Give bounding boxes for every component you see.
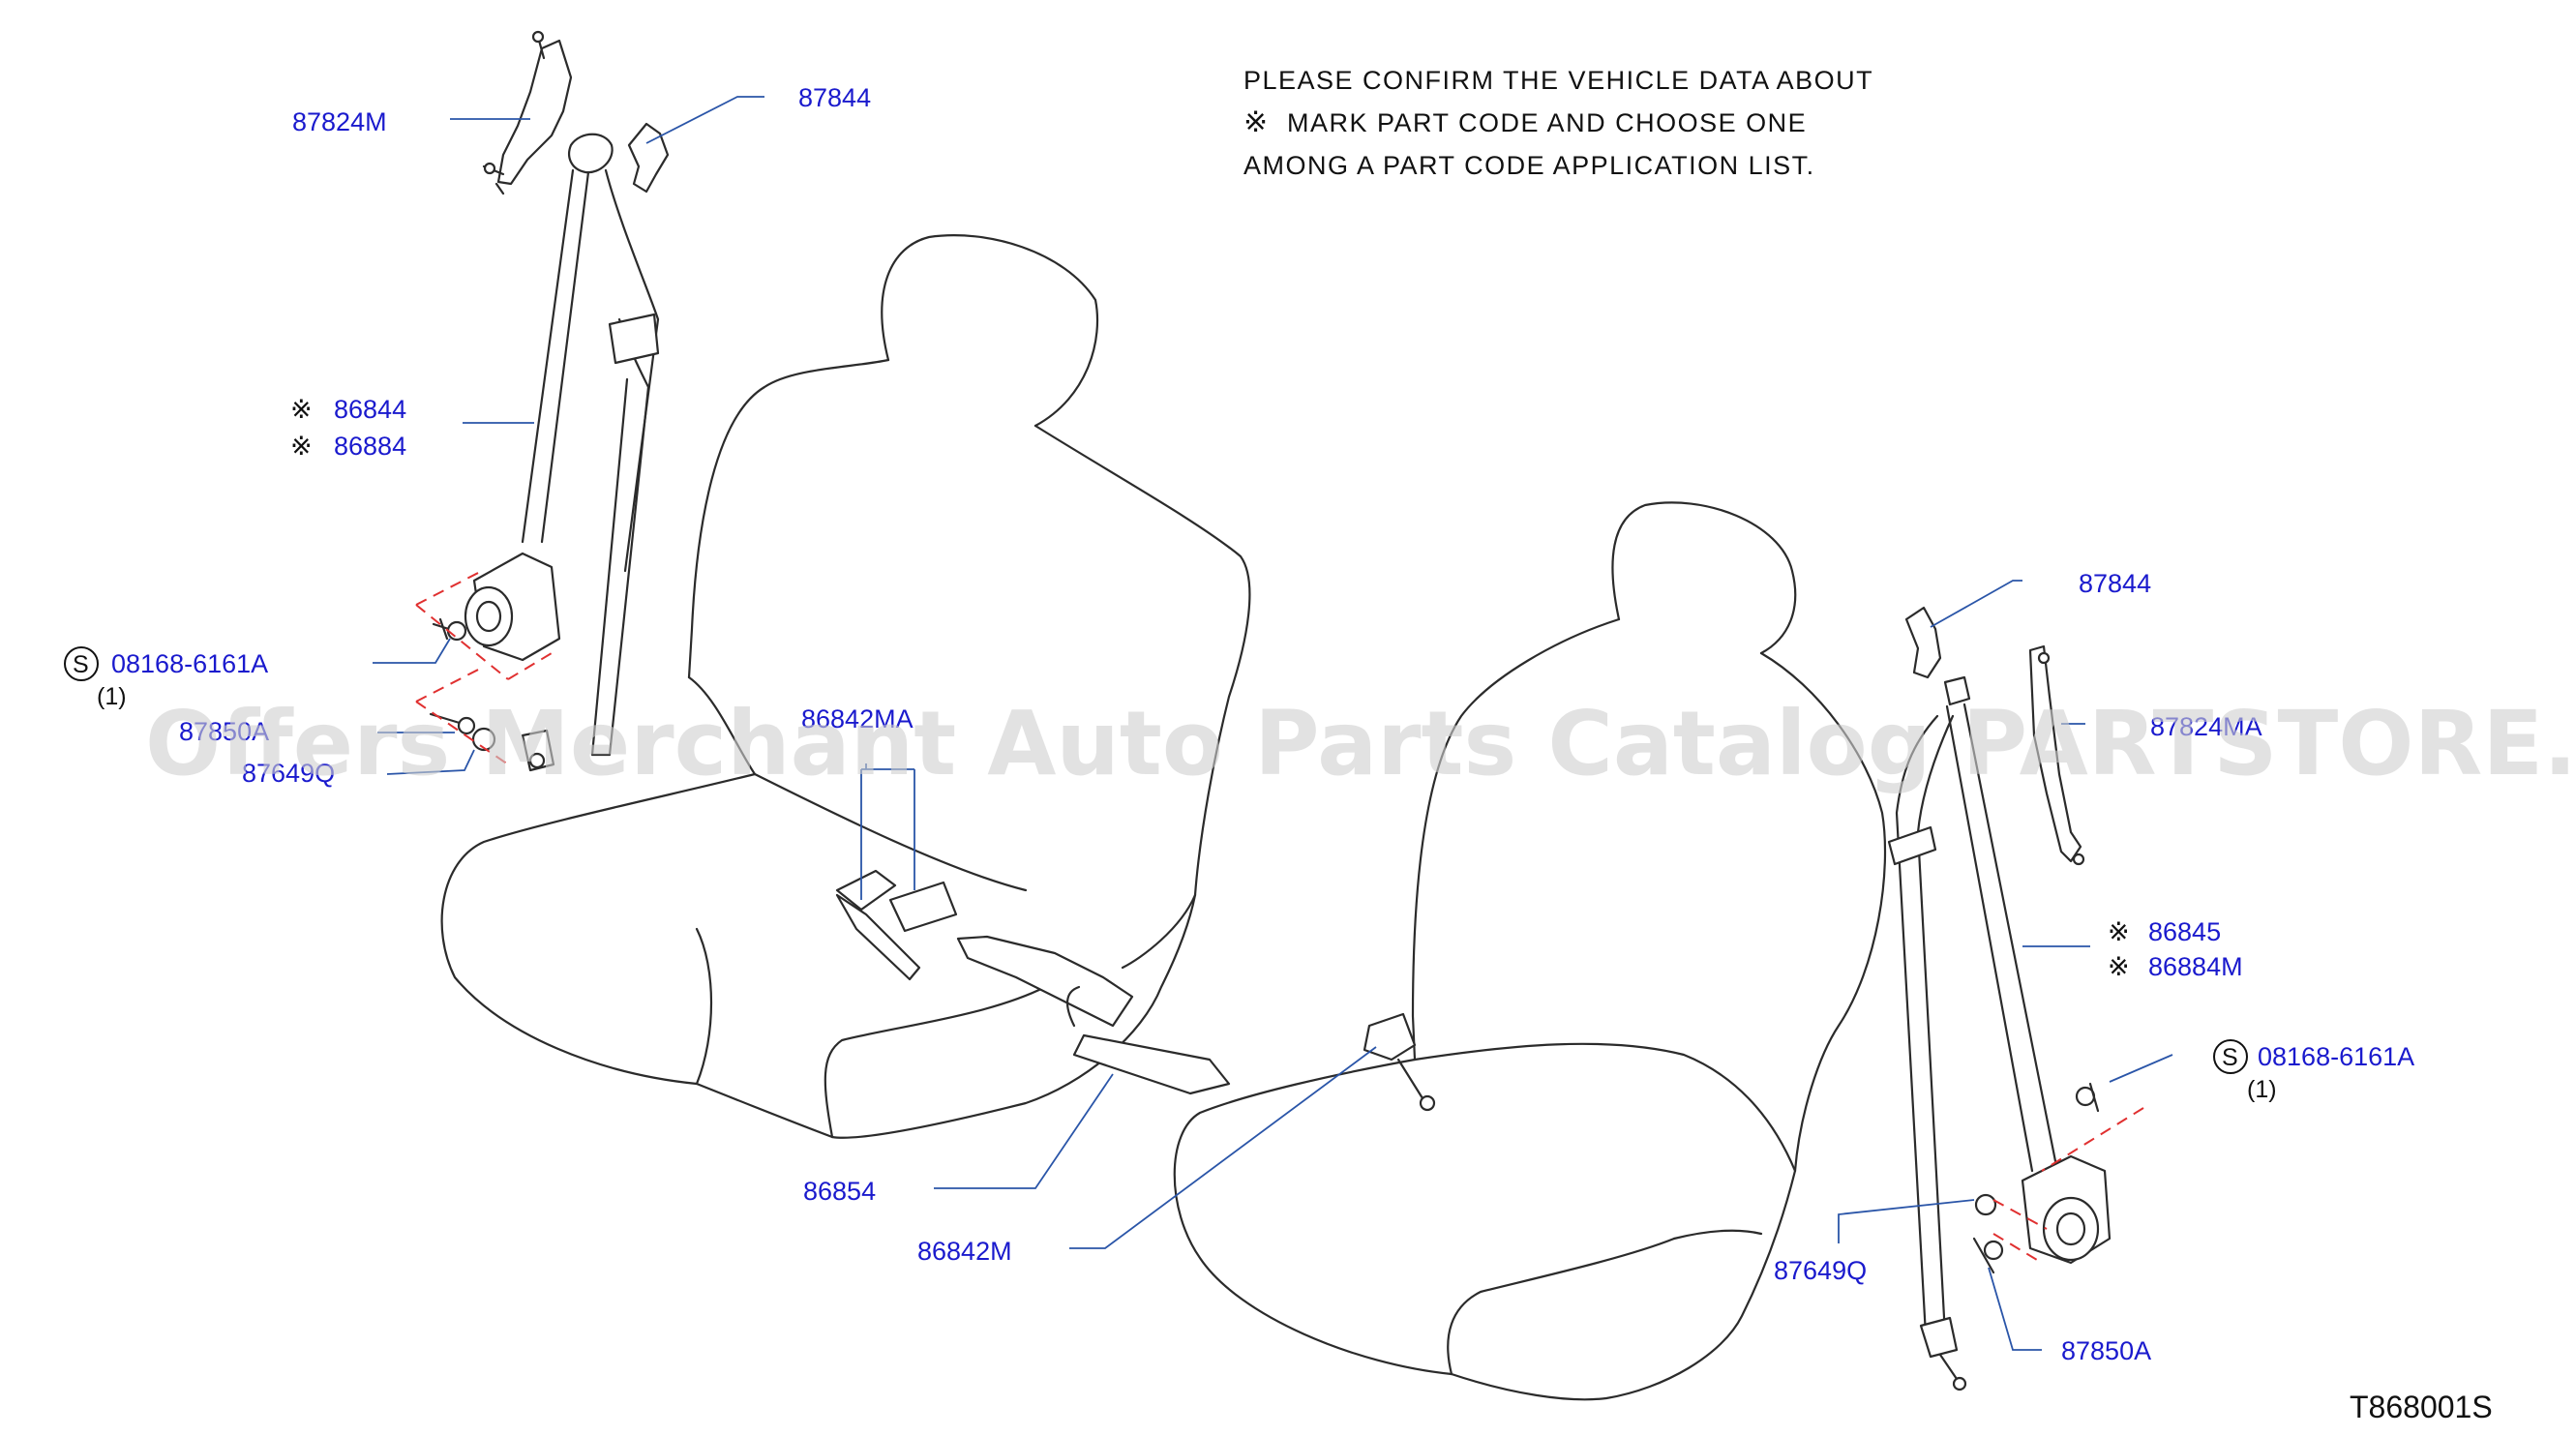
label-87649Q-left[interactable]: 87649Q <box>242 759 335 788</box>
label-86854[interactable]: 86854 <box>803 1177 876 1206</box>
label-86845[interactable]: 86845 <box>2148 917 2221 946</box>
left-belt-assembly <box>415 30 670 772</box>
mark-symbol-86844: ※ <box>290 395 313 424</box>
label-86884[interactable]: 86884 <box>334 432 406 461</box>
right-seat-outline <box>1173 501 1887 1401</box>
label-86842MA[interactable]: 86842MA <box>801 704 914 733</box>
leader-lines <box>373 96 2173 1351</box>
label-87824M[interactable]: 87824M <box>292 107 387 136</box>
left-seat-outline <box>440 234 1251 1139</box>
note-line-2: MARK PART CODE AND CHOOSE ONE <box>1287 108 1807 137</box>
label-bolt-right[interactable]: 08168-6161A <box>2258 1042 2414 1071</box>
label-87649Q-right[interactable]: 87649Q <box>1774 1256 1867 1285</box>
label-bolt-right-qty: (1) <box>2247 1076 2277 1103</box>
right-belt-assembly <box>1887 606 2144 1391</box>
label-bolt-left[interactable]: 08168-6161A <box>111 649 268 678</box>
label-87850A-left[interactable]: 87850A <box>179 717 269 746</box>
label-87844-right[interactable]: 87844 <box>2079 569 2151 598</box>
mark-symbol-86884: ※ <box>290 432 313 461</box>
application-note: PLEASE CONFIRM THE VEHICLE DATA ABOUT ※ … <box>1243 66 1873 180</box>
bolt-circle-left <box>64 646 99 681</box>
note-mark-symbol: ※ <box>1243 106 1270 138</box>
center-buckle-assembly <box>835 869 1436 1112</box>
watermark: Offers Merchant Auto Parts Catalog PARTS… <box>145 692 2576 795</box>
mark-symbol-86845: ※ <box>2108 917 2130 946</box>
diagram-code: T868001S <box>2350 1390 2493 1424</box>
label-87844-top[interactable]: 87844 <box>798 83 871 112</box>
label-bolt-left-qty: (1) <box>97 683 127 710</box>
part-labels: 87824M 87844 ※ 86844 ※ 86884 S 08168-616… <box>64 83 2414 1365</box>
bolt-circle-right <box>2213 1039 2248 1074</box>
label-86884M[interactable]: 86884M <box>2148 952 2243 981</box>
label-87850A-right[interactable]: 87850A <box>2061 1336 2151 1365</box>
note-line-3: AMONG A PART CODE APPLICATION LIST. <box>1243 151 1815 180</box>
bolt-circle-letter-right: S <box>2222 1044 2238 1071</box>
bolt-circle-letter-left: S <box>73 651 89 678</box>
label-86842M[interactable]: 86842M <box>917 1237 1012 1266</box>
label-87824MA[interactable]: 87824MA <box>2150 712 2262 741</box>
note-line-1: PLEASE CONFIRM THE VEHICLE DATA ABOUT <box>1243 66 1873 95</box>
mark-symbol-86884M: ※ <box>2108 952 2130 981</box>
label-86844[interactable]: 86844 <box>334 395 406 424</box>
